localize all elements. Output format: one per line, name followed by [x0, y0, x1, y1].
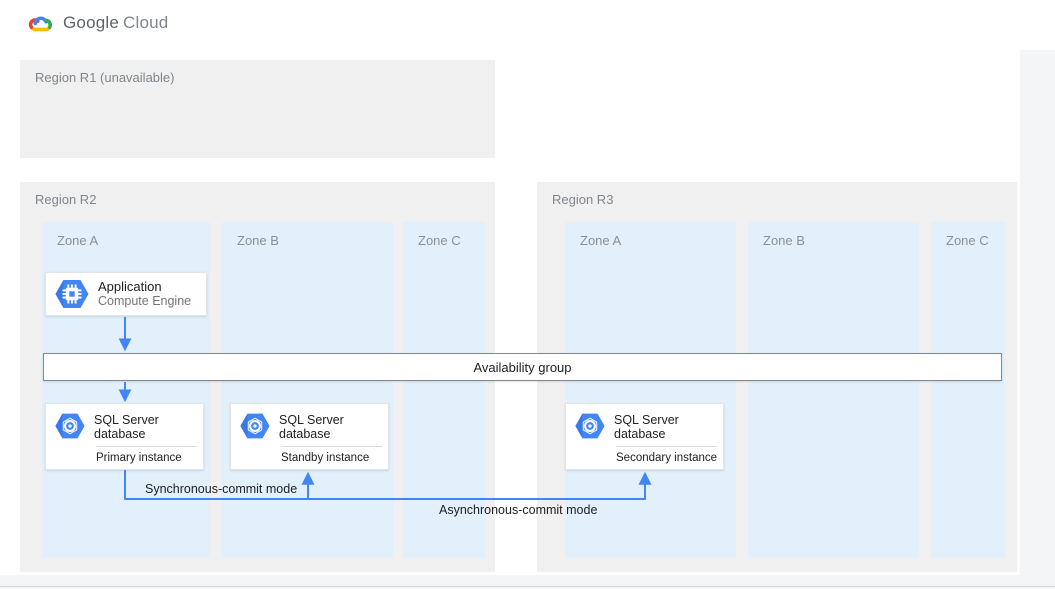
sql-card-primary-title: SQL Server database	[94, 413, 159, 441]
zone-r3-b: Zone B	[748, 222, 919, 558]
logo-product-text: Cloud	[123, 13, 169, 32]
zone-r3-b-label: Zone B	[763, 233, 805, 248]
region-r1-label: Region R1 (unavailable)	[35, 70, 175, 85]
cloud-sql-icon	[575, 413, 605, 439]
cloud-sql-icon	[55, 413, 85, 439]
zone-r2-c-label: Zone C	[418, 233, 461, 248]
zone-r3-a-label: Zone A	[580, 233, 622, 248]
sql-card-secondary-instance-label: Secondary instance	[616, 452, 718, 464]
zone-r2-a-label: Zone A	[57, 233, 99, 248]
sql-card-secondary-top: SQL Server database	[566, 404, 723, 441]
sql-card-standby-top: SQL Server database	[231, 404, 388, 441]
zone-r2-b: Zone B	[222, 222, 393, 558]
application-card: Application Compute Engine	[45, 272, 207, 316]
zone-r3-a: Zone A	[565, 222, 736, 558]
sql-card-primary-top: SQL Server database	[46, 404, 203, 441]
availability-group-label: Availability group	[473, 359, 572, 375]
page-gutter-right	[1020, 50, 1055, 575]
sql-card-secondary-title: SQL Server database	[614, 413, 679, 441]
availability-group-bar: Availability group	[43, 353, 1002, 381]
application-card-text: Application Compute Engine	[98, 279, 191, 309]
zone-r2-c: Zone C	[403, 222, 485, 558]
sql-card-standby-title: SQL Server database	[279, 413, 344, 441]
zone-r3-c-label: Zone C	[946, 233, 989, 248]
zone-r2-b-label: Zone B	[237, 233, 279, 248]
region-r1: Region R1 (unavailable)	[20, 60, 495, 158]
sql-card-standby: SQL Server database Standby instance	[230, 403, 389, 470]
sql-card-primary: SQL Server database Primary instance	[45, 403, 204, 470]
sql-card-secondary: SQL Server database Secondary instance	[565, 403, 724, 470]
logo-brand-text: Google	[63, 13, 120, 32]
page-bottom-border	[0, 586, 1055, 587]
page-gutter-bottom	[0, 575, 1055, 589]
async-commit-label: Asynchronous-commit mode	[439, 503, 598, 517]
application-title: Application	[98, 279, 162, 294]
application-subtitle: Compute Engine	[98, 294, 192, 308]
region-r3-label: Region R3	[552, 192, 614, 207]
sql-card-secondary-divider	[616, 446, 717, 447]
sql-card-standby-divider	[281, 446, 382, 447]
region-r2-label: Region R2	[35, 192, 97, 207]
cloud-sql-icon	[240, 413, 270, 439]
sql-card-primary-instance-label: Primary instance	[96, 452, 182, 464]
zone-r3-c: Zone C	[931, 222, 1005, 558]
sync-commit-label: Synchronous-commit mode	[145, 482, 298, 496]
google-cloud-cloud-icon	[28, 16, 52, 32]
sql-card-standby-instance-label: Standby instance	[281, 452, 370, 464]
sql-card-primary-divider	[96, 446, 197, 447]
compute-engine-icon	[55, 280, 89, 308]
